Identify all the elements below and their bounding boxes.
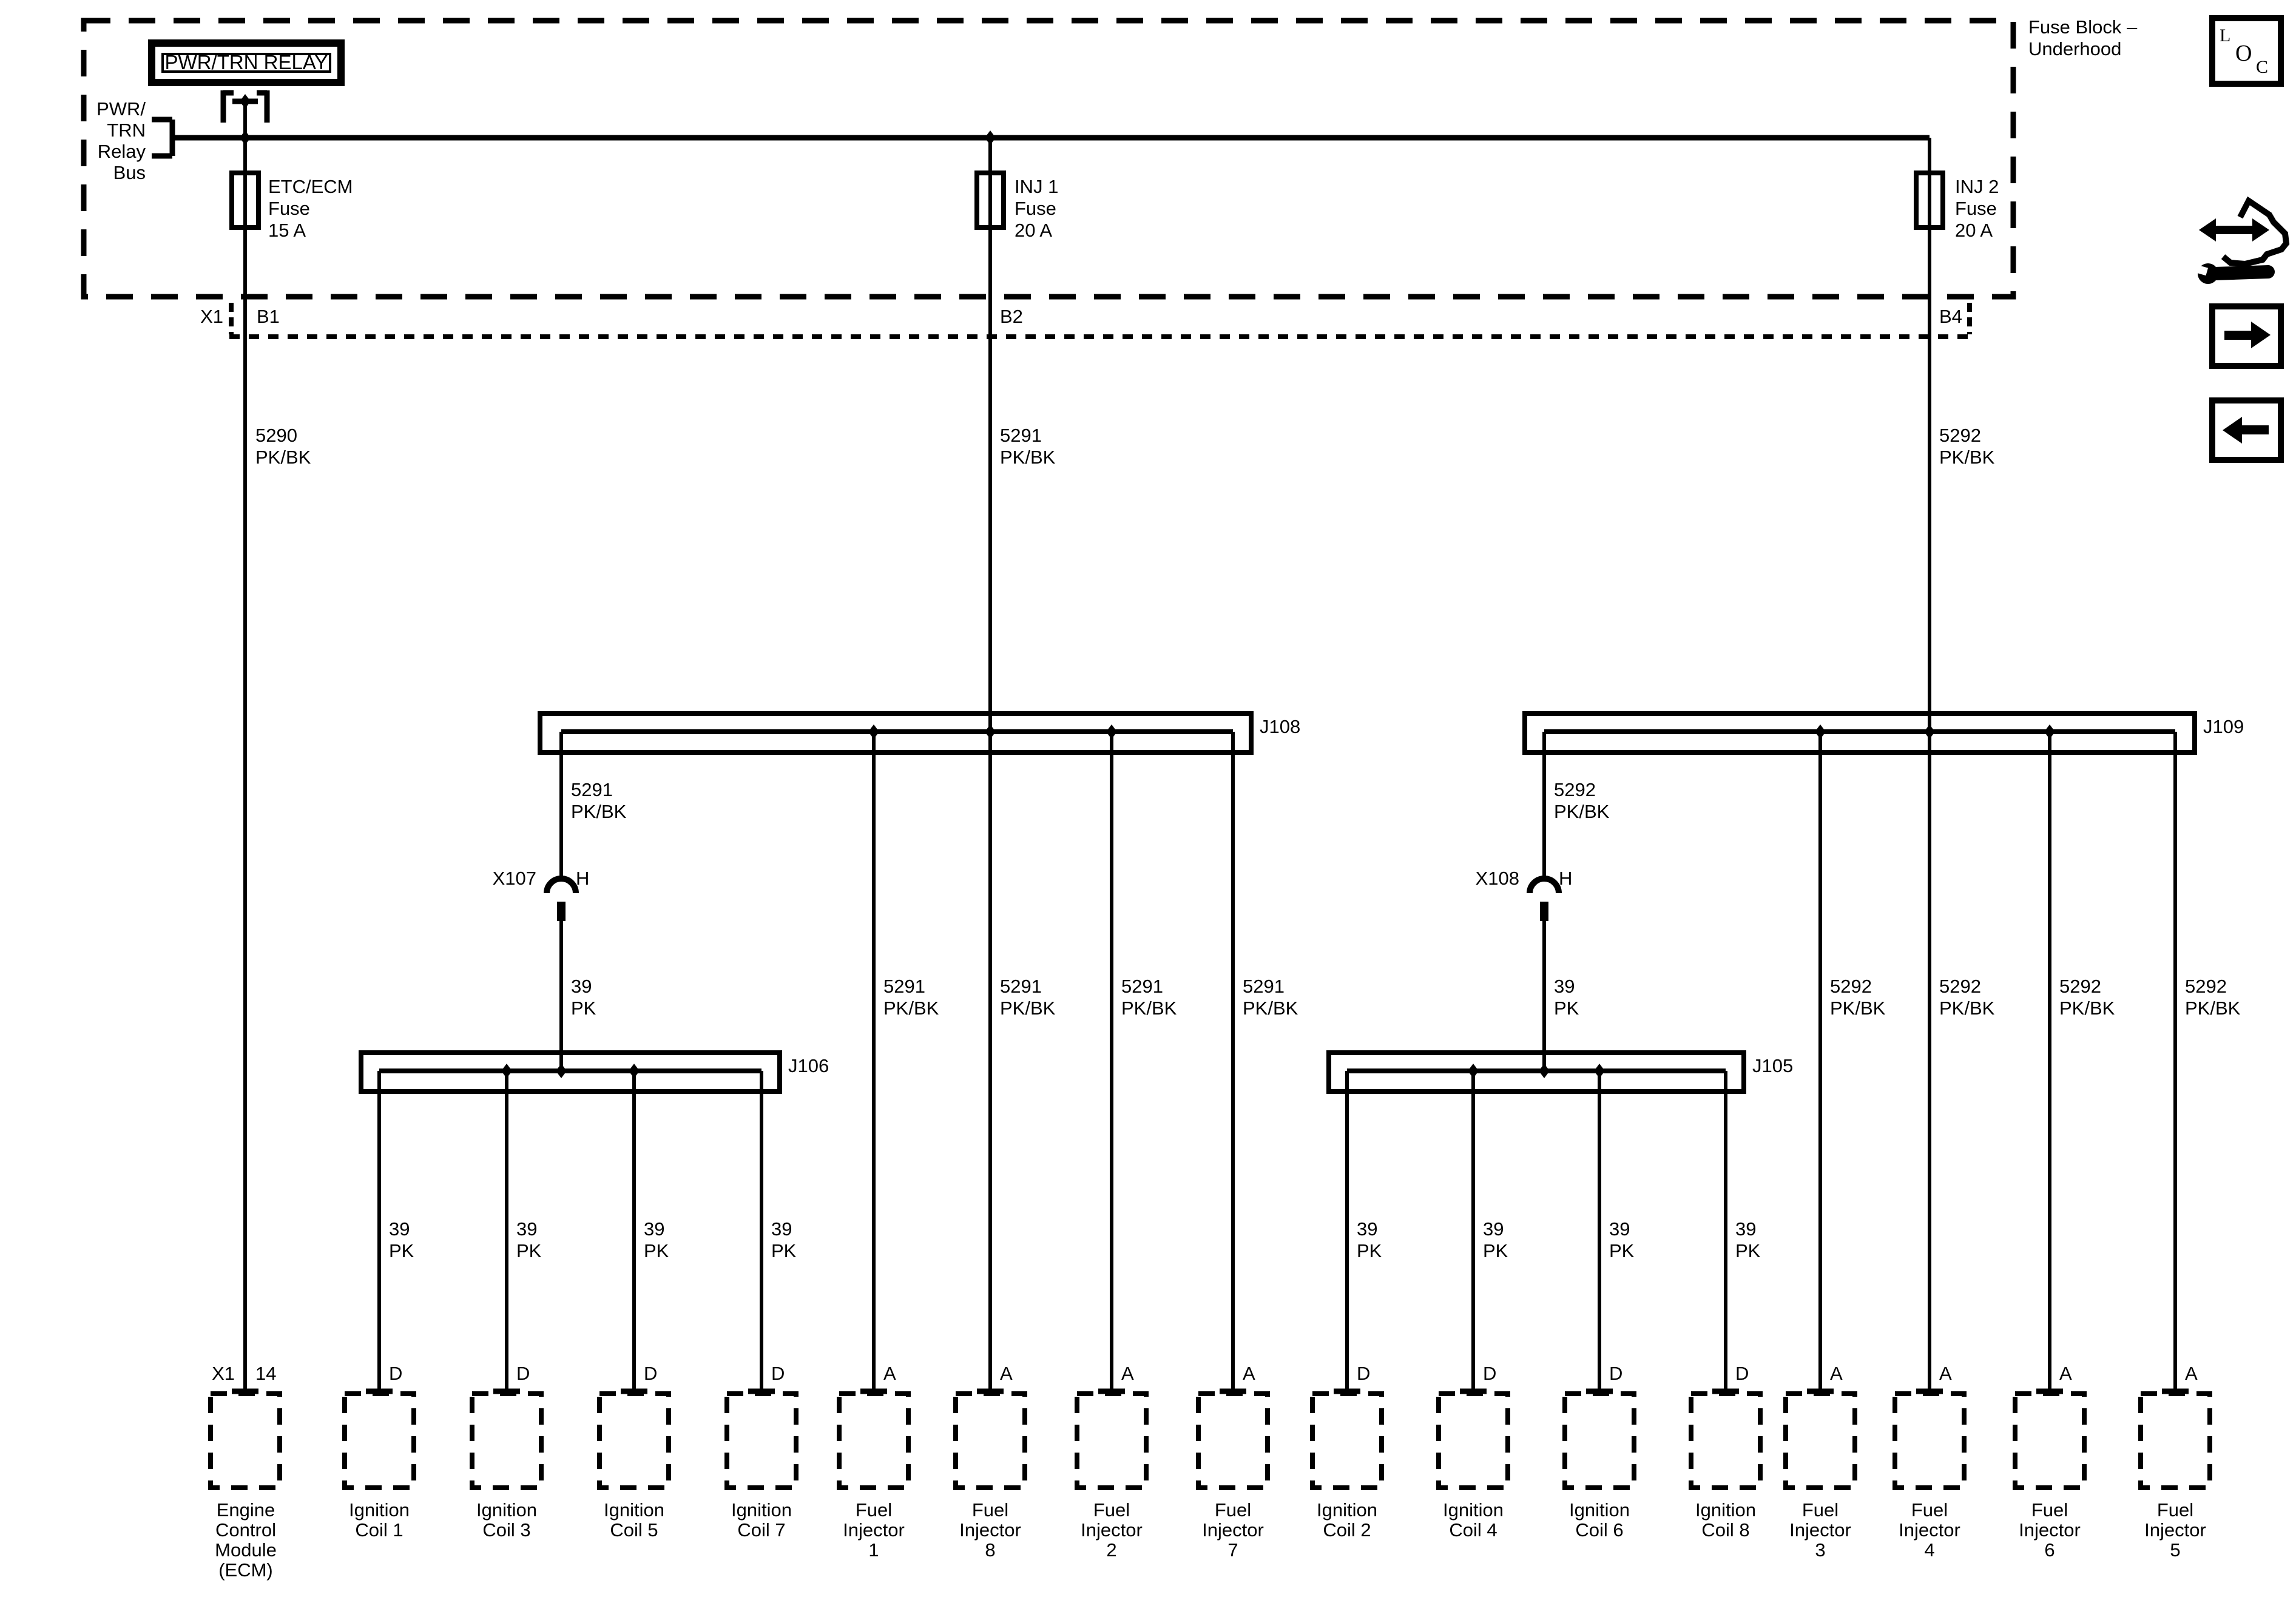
wire-label-39-ic2: 39 PK [1357,1218,1382,1261]
wire-label-5292-top: 5292 PK/BK [1939,425,1995,468]
terminal-d-ic2: D [1357,1363,1371,1384]
splice-pack-j105 [1326,1050,1746,1094]
terminal-d-ic5: D [644,1363,658,1384]
terminal-a-fi3: A [1830,1363,1843,1384]
component-label-ignition-coil-8: Ignition Coil 8 [1695,1499,1756,1541]
component-label-fuel-injector-2: Fuel Injector 2 [1081,1499,1143,1561]
wire-label-5292-fi4: 5292 PK/BK [1939,976,1995,1019]
junction-dots [240,94,2055,1078]
wire-label-5292-feed: 5292 PK/BK [1554,779,1610,822]
terminal-14-ecm: 14 [255,1363,277,1384]
wire-label-5291-feed: 5291 PK/BK [571,779,627,822]
terminal-x1-ecm: X1 [212,1363,235,1384]
fuse-label-etc-ecm: ETC/ECM Fuse 15 A [268,176,353,241]
relay-bus-line [152,116,1930,159]
connector-label-x107: X107 [492,868,536,889]
component-label-fuel-injector-5: Fuel Injector 5 [2144,1499,2206,1561]
fuse-label-inj2: INJ 2 Fuse 20 A [1955,176,1999,241]
pwr-trn-relay-symbol [220,90,270,123]
terminal-d-ic1: D [389,1363,403,1384]
connector-terminal-h-x107: H [576,868,590,889]
relay-box-title: PWR/TRN RELAY [164,51,328,73]
terminal-a-fi2: A [1121,1363,1134,1384]
connector-terminal-h-x108: H [1559,868,1573,889]
wire-label-5291-fi2: 5291 PK/BK [1121,976,1177,1019]
wire-label-5290: 5290 PK/BK [255,425,311,468]
wire-label-39-ic6: 39 PK [1609,1218,1635,1261]
splice-pack-j109 [1522,711,2197,755]
terminal-a-fi1: A [883,1363,896,1384]
splice-pack-j108 [538,711,1254,755]
relay-label-box [148,39,345,86]
splice-label-j108: J108 [1260,716,1301,737]
inline-connector-x107-symbol [544,876,579,921]
wire-label-5292-fi6: 5292 PK/BK [2059,976,2115,1019]
fuse-symbols [229,170,1945,230]
inline-connector-x108-symbol [1527,876,1562,921]
component-label-fuel-injector-6: Fuel Injector 6 [2019,1499,2081,1561]
fuse-block-title: Fuse Block – Underhood [2028,16,2138,59]
terminal-d-ic8: D [1735,1363,1749,1384]
wire-label-5291-fi1: 5291 PK/BK [883,976,939,1019]
wire-label-39-x108: 39 PK [1554,976,1579,1019]
component-label-ignition-coil-7: Ignition Coil 7 [731,1499,792,1541]
loc-letter-l: L [2220,25,2231,46]
wire-label-5291-top: 5291 PK/BK [1000,425,1056,468]
relay-bus-callout: PWR/ TRN Relay Bus [96,98,146,183]
wire-label-5292-fi5: 5292 PK/BK [2185,976,2241,1019]
fuse-label-inj1: INJ 1 Fuse 20 A [1015,176,1059,241]
fuse-block-border [81,18,2016,300]
component-label-fuel-injector-4: Fuel Injector 4 [1899,1499,1960,1561]
component-label-ignition-coil-6: Ignition Coil 6 [1569,1499,1630,1541]
wire-label-39-x107: 39 PK [571,976,596,1019]
terminal-d-ic6: D [1609,1363,1623,1384]
splice-label-j106: J106 [788,1055,829,1076]
loc-letter-c: C [2256,57,2269,77]
component-label-ignition-coil-2: Ignition Coil 2 [1317,1499,1377,1541]
wire-label-39-ic3: 39 PK [516,1218,542,1261]
component-label-ecm: Engine Control Module (ECM) [215,1499,277,1581]
wire-label-5291-fi7: 5291 PK/BK [1243,976,1298,1019]
splice-pack-j106 [359,1050,782,1094]
forward-arrow-icon[interactable] [2209,303,2284,369]
loc-icon[interactable] [2209,15,2284,87]
splice-label-j109: J109 [2203,716,2244,737]
strip-label-b4: B4 [1939,306,1962,327]
service-wrench-icon[interactable] [2187,196,2290,284]
back-arrow-icon[interactable] [2209,397,2284,463]
wire-label-5292-fi3: 5292 PK/BK [1830,976,1886,1019]
terminal-a-fi6: A [2059,1363,2072,1384]
strip-label-b1: B1 [257,306,280,327]
wire-label-39-ic4: 39 PK [1483,1218,1508,1261]
component-label-ignition-coil-4: Ignition Coil 4 [1443,1499,1504,1541]
component-boxes [208,1391,2212,1490]
component-label-ignition-coil-3: Ignition Coil 3 [476,1499,537,1541]
splice-label-j105: J105 [1752,1055,1794,1076]
wire-label-39-ic5: 39 PK [644,1218,669,1261]
component-label-ignition-coil-1: Ignition Coil 1 [349,1499,410,1541]
loc-letter-o: O [2235,41,2252,66]
terminal-a-fi4: A [1939,1363,1952,1384]
terminal-d-ic3: D [516,1363,530,1384]
component-label-fuel-injector-1: Fuel Injector 1 [843,1499,905,1561]
connector-label-x108: X108 [1475,868,1519,889]
terminal-d-ic4: D [1483,1363,1497,1384]
component-label-fuel-injector-7: Fuel Injector 7 [1202,1499,1264,1561]
wires [243,101,2177,1390]
connector-strip-lines [229,303,1972,339]
wire-label-39-ic8: 39 PK [1735,1218,1761,1261]
component-label-fuel-injector-3: Fuel Injector 3 [1789,1499,1851,1561]
strip-label-b2: B2 [1000,306,1023,327]
component-label-ignition-coil-5: Ignition Coil 5 [604,1499,664,1541]
strip-label-x1: X1 [200,306,223,327]
component-label-fuel-injector-8: Fuel Injector 8 [959,1499,1021,1561]
wire-label-39-ic7: 39 PK [771,1218,797,1261]
terminal-a-fi8: A [1000,1363,1013,1384]
wire-label-5291-fi8: 5291 PK/BK [1000,976,1056,1019]
wire-label-39-ic1: 39 PK [389,1218,414,1261]
terminal-a-fi7: A [1243,1363,1255,1384]
terminal-d-ic7: D [771,1363,785,1384]
terminal-a-fi5: A [2185,1363,2198,1384]
